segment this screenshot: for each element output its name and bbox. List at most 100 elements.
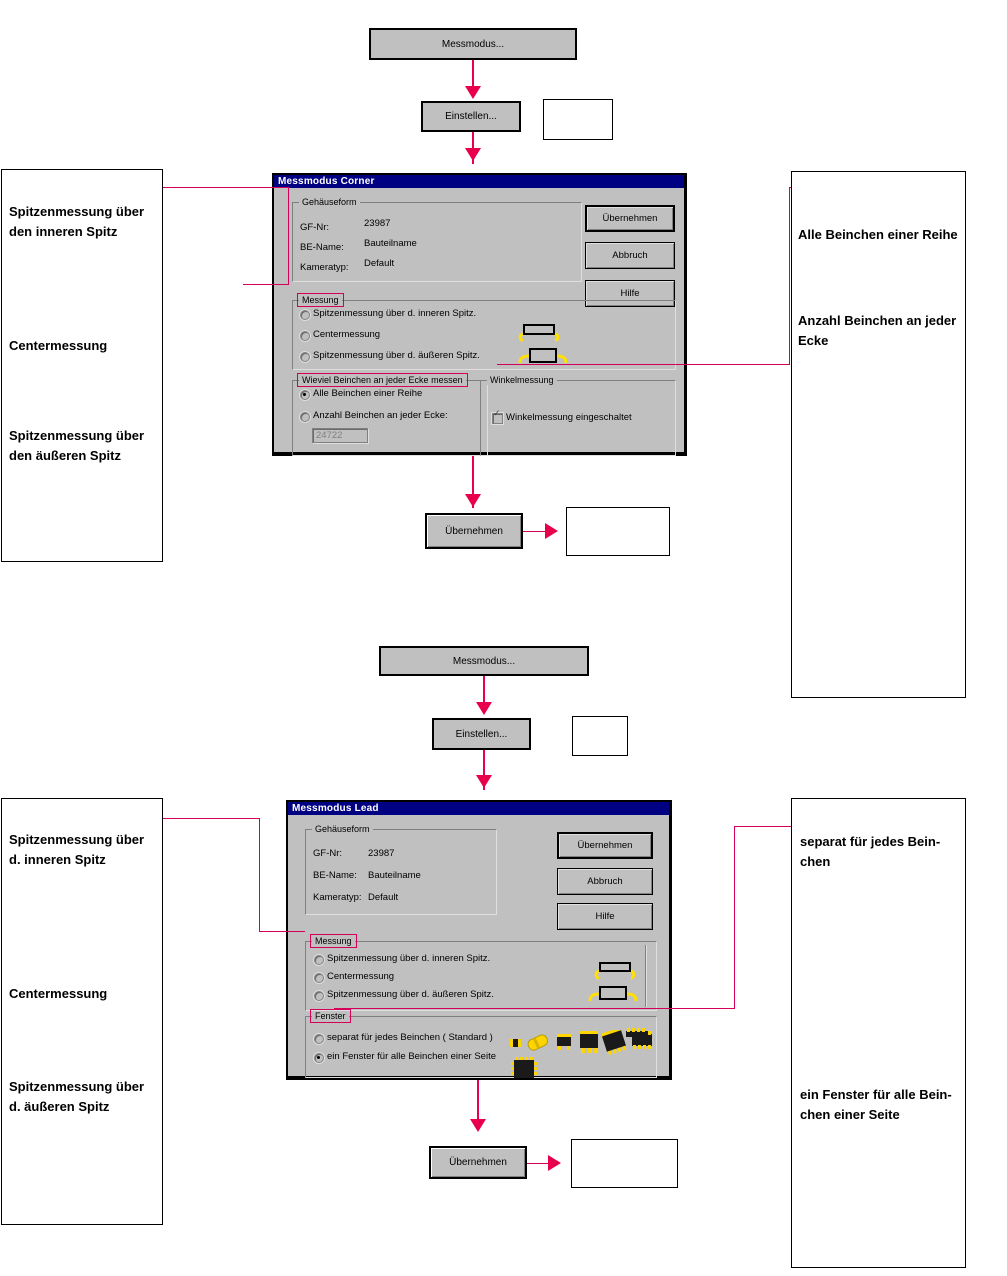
empty-note-box-bottom-2 — [571, 1139, 678, 1188]
arrow-head-bottom-2 — [476, 775, 492, 788]
empty-note-box-bottom — [572, 716, 628, 756]
callout-line-right-top-v — [789, 187, 790, 365]
callout-line-left-bottom — [163, 818, 259, 819]
field-label-gf-nr: GF-Nr: — [300, 222, 330, 233]
flow-einstellen-button-top[interactable]: Einstellen... — [421, 101, 521, 132]
uebernehmen-label-lead: Übernehmen — [577, 840, 633, 851]
callout-line-right-bottom-v — [734, 826, 735, 1009]
field-label-kameratyp: Kameratyp: — [300, 262, 349, 273]
field-value-be-name-lead: Bauteilname — [368, 870, 421, 881]
flow-einstellen-button-bottom[interactable]: Einstellen... — [432, 718, 531, 750]
arrow-line-top-3 — [472, 456, 474, 508]
group-messung-label: Messung — [297, 293, 344, 307]
dialog-messmodus-corner[interactable]: Messmodus Corner Gehäuseform GF-Nr: 2398… — [272, 173, 687, 456]
note-right-top-line-2: Anzahl Beinchen an jeder Ecke — [798, 313, 957, 349]
checkbox-winkelmessung-label: Winkelmessung eingeschaltet — [506, 412, 632, 423]
radio-ein-fenster-fuer-alle-beinchen-label: ein Fenster für alle Beinchen einer Seit… — [327, 1051, 496, 1062]
callout-line-left-bottom-v — [259, 818, 260, 931]
dialog-titlebar: Messmodus Corner — [274, 175, 684, 188]
radio-spitzenmessung-aussen-lead[interactable]: Spitzenmessung über d. äußeren Spitz. — [314, 989, 494, 1001]
arrow-line-top-4 — [523, 531, 551, 532]
group-fenster: Fenster — [305, 1009, 657, 1078]
lead-gullwing-outer-illustration-lead — [588, 986, 638, 1002]
flow-messmodus-label: Messmodus... — [441, 38, 505, 50]
field-value-gf-nr: 23987 — [364, 218, 391, 229]
dialog-messmodus-lead[interactable]: Messmodus Lead Gehäuseform GF-Nr: 23987 … — [286, 800, 672, 1080]
lead-gullwing-center-illustration — [518, 324, 560, 342]
arrow-head-bottom-4 — [548, 1155, 561, 1171]
group-wieviel-beinchen-label: Wieviel Beinchen an jeder Ecke messen — [297, 373, 468, 387]
flow-einstellen-label: Einstellen... — [445, 111, 497, 122]
arrow-head-top-2 — [465, 148, 481, 161]
anzahl-beinchen-value: 24722 — [316, 430, 343, 441]
checkbox-winkelmessung-eingeschaltet[interactable]: Winkelmessung eingeschaltet — [492, 409, 632, 424]
note-left-bottom-line-3: Spitzenmessung über d. äußeren Spitz — [9, 1079, 145, 1115]
group-fenster-label: Fenster — [310, 1009, 351, 1023]
group-winkelmessung: Winkelmessung — [480, 375, 676, 456]
radio-spitzenmessung-innen-lead-label: Spitzenmessung über d. inneren Spitz. — [327, 953, 491, 964]
callout-line-left-top-2 — [243, 284, 289, 285]
lead-gullwing-outer-illustration — [518, 348, 568, 364]
radio-separat-fuer-jedes-beinchen-label: separat für jedes Beinchen ( Standard ) — [327, 1032, 493, 1043]
radio-separat-fuer-jedes-beinchen[interactable]: separat für jedes Beinchen ( Standard ) — [314, 1032, 493, 1044]
note-left-top-line-1: Spitzenmessung über den inneren Spitz — [9, 204, 145, 240]
radio-spitzenmessung-innen-label: Spitzenmessung über d. inneren Spitz. — [313, 308, 477, 319]
group-messung-lead: Messung — [305, 934, 657, 1011]
abbruch-button-lead[interactable]: Abbruch — [557, 868, 653, 895]
radio-anzahl-beinchen-an-jeder-ecke-label: Anzahl Beinchen an jeder Ecke: — [313, 410, 448, 421]
flow-uebernehmen-button-top[interactable]: Übernehmen — [425, 513, 523, 549]
radio-alle-beinchen-einer-reihe[interactable]: Alle Beinchen einer Reihe — [300, 388, 423, 400]
uebernehmen-button[interactable]: Übernehmen — [585, 205, 675, 232]
abbruch-label-lead: Abbruch — [587, 876, 623, 887]
group-gehaeuseform-label: Gehäuseform — [299, 197, 360, 207]
hilfe-button[interactable]: Hilfe — [585, 280, 675, 307]
hilfe-button-lead[interactable]: Hilfe — [557, 903, 653, 930]
abbruch-label: Abbruch — [612, 250, 648, 261]
radio-spitzenmessung-innen[interactable]: Spitzenmessung über d. inneren Spitz. — [300, 308, 477, 320]
radio-centermessung-lead-label: Centermessung — [327, 971, 395, 982]
dialog-title: Messmodus Corner — [278, 176, 375, 187]
radio-centermessung[interactable]: Centermessung — [300, 329, 380, 341]
flow-uebernehmen-label-bottom: Übernehmen — [449, 1157, 507, 1168]
radio-alle-beinchen-einer-reihe-label: Alle Beinchen einer Reihe — [313, 388, 423, 399]
flow-messmodus-button-bottom[interactable]: Messmodus... — [379, 646, 589, 676]
note-right-top: Alle Beinchen einer Reihe Anzahl Beinche… — [791, 171, 966, 698]
group-gehaeuseform-lead: Gehäuseform — [305, 824, 497, 915]
abbruch-button[interactable]: Abbruch — [585, 242, 675, 269]
flow-uebernehmen-label: Übernehmen — [445, 525, 503, 537]
group-wieviel-beinchen: Wieviel Beinchen an jeder Ecke messen — [292, 373, 488, 456]
arrow-head-top-3 — [465, 494, 481, 507]
group-messung: Messung — [292, 293, 676, 370]
radio-anzahl-beinchen-an-jeder-ecke[interactable]: Anzahl Beinchen an jeder Ecke: — [300, 410, 448, 422]
radio-ein-fenster-fuer-alle-beinchen[interactable]: ein Fenster für alle Beinchen einer Seit… — [314, 1051, 496, 1063]
note-left-bottom: Spitzenmessung über d. inneren Spitz Cen… — [1, 798, 163, 1225]
uebernehmen-button-lead[interactable]: Übernehmen — [557, 832, 653, 859]
callout-line-left-bottom-2 — [259, 931, 305, 932]
field-value-kameratyp-lead: Default — [368, 892, 399, 903]
callout-line-right-bottom — [334, 1008, 734, 1009]
arrow-head-top-1 — [465, 86, 481, 99]
radio-spitzenmessung-aussen[interactable]: Spitzenmessung über d. äußeren Spitz. — [300, 350, 480, 362]
arrow-head-bottom-1 — [476, 702, 492, 715]
arrow-line-top-1 — [472, 60, 474, 90]
dialog-titlebar-lead: Messmodus Lead — [288, 802, 669, 815]
anzahl-beinchen-input[interactable]: 24722 — [312, 428, 368, 443]
note-right-bottom-line-2: ein Fenster für alle Bein- chen einer Se… — [800, 1087, 952, 1123]
dialog-title-lead: Messmodus Lead — [292, 803, 379, 814]
group-gehaeuseform-lead-label: Gehäuseform — [312, 824, 373, 834]
flow-uebernehmen-button-bottom[interactable]: Übernehmen — [429, 1146, 527, 1179]
flow-einstellen-label-bottom: Einstellen... — [455, 728, 508, 740]
note-right-bottom: separat für jedes Bein- chen ein Fenster… — [791, 798, 966, 1268]
flow-messmodus-button-top[interactable]: Messmodus... — [369, 28, 577, 60]
smd-connector-icon — [626, 1028, 648, 1037]
callout-line-right-top — [497, 364, 789, 365]
field-value-be-name: Bauteilname — [364, 238, 417, 249]
arrow-line-bottom-4 — [527, 1163, 553, 1164]
group-messung-lead-label: Messung — [310, 934, 357, 948]
arrow-line-bottom-2 — [483, 750, 485, 790]
radio-spitzenmessung-innen-lead[interactable]: Spitzenmessung über d. inneren Spitz. — [314, 953, 491, 965]
callout-line-left-top-v — [288, 187, 289, 284]
note-left-top-line-2: Centermessung — [9, 338, 108, 353]
note-left-top: Spitzenmessung über den inneren Spitz Ce… — [1, 169, 163, 562]
radio-centermessung-lead[interactable]: Centermessung — [314, 971, 395, 983]
